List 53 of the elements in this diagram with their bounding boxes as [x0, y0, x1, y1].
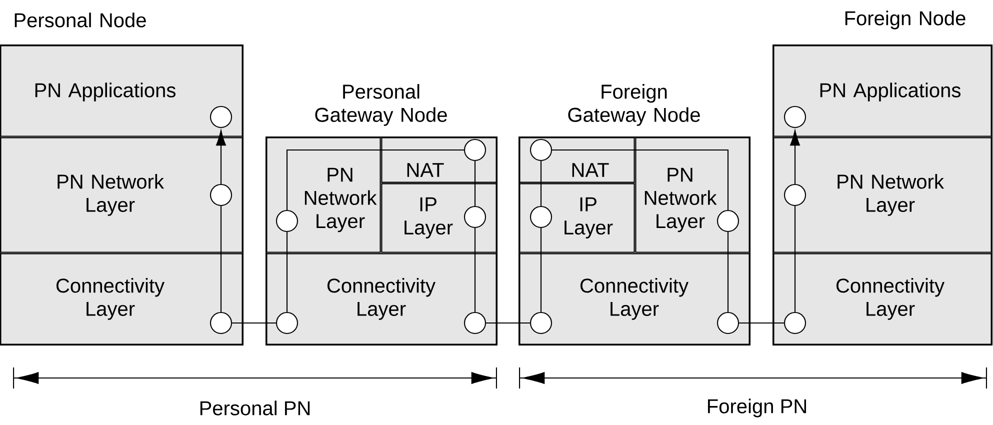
layer-box: PN Network Layer [0, 137, 243, 253]
connector-line [794, 206, 796, 312]
connector-line [216, 130, 226, 184]
circle-marker [784, 106, 806, 128]
layer-box: PN Network Layer [773, 137, 992, 253]
connector-line [552, 149, 729, 210]
circle-marker [530, 312, 552, 334]
circle-marker [276, 210, 298, 232]
node-label: Personal Node [14, 12, 146, 28]
connector-line [727, 232, 729, 312]
connector-line [474, 161, 476, 206]
layer-box: IP Layer [381, 183, 497, 253]
node-label: Foreign Gateway Node [568, 84, 700, 126]
layer-box: PN Network Layer [635, 137, 750, 253]
connector-line [232, 322, 276, 324]
node-label: Foreign Node [845, 10, 966, 30]
connector-line [790, 130, 800, 184]
circle-marker [464, 312, 486, 334]
circle-marker [530, 138, 552, 162]
layer-box: PN Applications [0, 45, 243, 137]
layer-box: PN Applications [773, 45, 992, 137]
circle-marker [784, 312, 806, 334]
layer-box: Connectivity Layer [0, 253, 243, 345]
connector-line [739, 322, 784, 324]
connector-line [286, 149, 464, 210]
circle-marker [276, 312, 298, 334]
dimension-label: Personal PN [200, 400, 310, 416]
circle-marker [464, 138, 486, 162]
circle-marker [464, 206, 486, 228]
layer-box: NAT [519, 137, 635, 183]
circle-marker [716, 210, 740, 232]
circle-marker [530, 206, 552, 228]
connector-line [220, 206, 222, 312]
layer-box: NAT [381, 137, 497, 183]
node-stack: Personal Node PN Applications PN Network Layer Connectivity Layer [0, 12, 244, 346]
circle-marker [210, 312, 232, 334]
circle-marker [210, 184, 232, 206]
node-stack: Foreign Gateway Node NAT IP Layer PN Network Layer Connectivity Layer [518, 84, 750, 346]
circle-marker [716, 312, 740, 334]
connector-line [286, 232, 288, 312]
connector-line [540, 161, 542, 206]
node-stack: Personal Gateway Node PN Network Layer NAT IP Layer Connectivity Layer [266, 84, 498, 346]
layer-box: PN Network Layer [266, 137, 381, 253]
circle-marker [210, 106, 232, 128]
connector-line [474, 228, 476, 312]
node-label: Personal Gateway Node [315, 84, 447, 126]
circle-marker [784, 184, 806, 206]
dimension-label: Foreign PN [708, 398, 806, 418]
node-stack: Foreign Node PN Applications PN Network Layer Connectivity Layer [772, 10, 992, 346]
connector-line [540, 228, 542, 312]
layer-box: IP Layer [519, 183, 635, 253]
connector-line [486, 322, 530, 324]
layer-box: Connectivity Layer [773, 253, 992, 345]
